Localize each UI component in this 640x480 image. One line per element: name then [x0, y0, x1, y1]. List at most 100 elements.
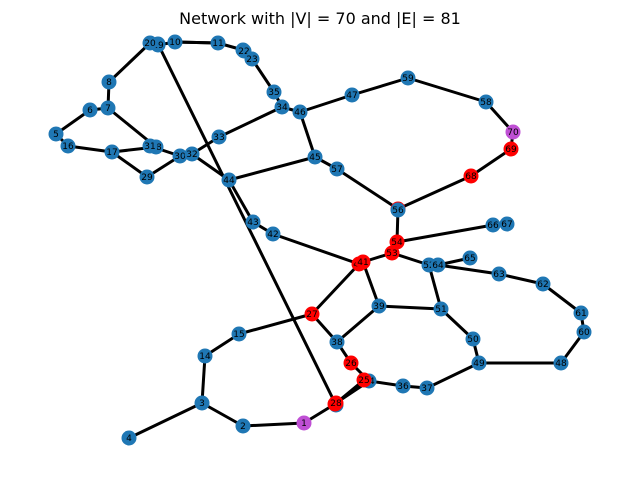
node-circle-56	[390, 202, 406, 218]
node-circle-25	[356, 372, 372, 388]
node-circle-26	[343, 355, 359, 371]
edge-58-59	[406, 76, 488, 104]
edge-39-51	[377, 304, 443, 311]
edge-1-2	[241, 421, 306, 428]
node-label-27: 27	[306, 310, 317, 320]
node-circle-16	[60, 138, 76, 154]
node-17: 17	[104, 144, 120, 160]
node-circle-31	[142, 138, 158, 154]
node-circle-60	[576, 324, 592, 340]
node-label-15: 15	[233, 330, 244, 340]
node-label-6: 6	[87, 106, 93, 116]
node-circle-62	[535, 276, 551, 292]
node-label-50: 50	[467, 335, 479, 345]
node-14: 14	[197, 348, 213, 364]
node-26: 26	[343, 355, 359, 371]
edge-62-61	[541, 282, 583, 315]
edge-45-46	[298, 110, 317, 159]
node-66: 66	[485, 217, 501, 233]
node-label-42: 42	[267, 230, 278, 240]
node-30: 30	[172, 148, 188, 164]
edge-63-62	[497, 272, 545, 286]
node-label-23: 23	[246, 55, 257, 65]
node-32: 32	[184, 146, 200, 162]
node-label-35: 35	[268, 88, 279, 98]
node-circle-50	[465, 331, 481, 347]
node-65: 65	[462, 250, 478, 266]
node-28: 28	[328, 395, 344, 411]
edge-15-27	[237, 312, 314, 336]
node-circle-11	[210, 35, 226, 51]
node-68: 68	[463, 168, 479, 184]
node-label-11: 11	[212, 39, 223, 49]
node-circle-20	[142, 35, 158, 51]
node-circle-47	[344, 87, 360, 103]
node-circle-57	[329, 161, 345, 177]
node-circle-4	[121, 430, 137, 446]
node-39: 39	[371, 298, 387, 314]
node-label-31: 31	[144, 142, 155, 152]
node-60: 60	[576, 324, 592, 340]
node-3: 3	[194, 395, 210, 411]
node-label-1: 1	[301, 419, 307, 429]
node-circle-23	[244, 51, 260, 67]
node-label-37: 37	[421, 384, 432, 394]
node-circle-33	[211, 129, 227, 145]
node-circle-36	[395, 378, 411, 394]
node-label-20: 20	[144, 39, 156, 49]
edge-44-45	[227, 155, 317, 182]
node-label-32: 32	[186, 150, 197, 160]
node-circle-41	[355, 254, 371, 270]
node-63: 63	[491, 266, 507, 282]
nodes-layer: 1234567891011121314151617181920212223242…	[48, 34, 592, 446]
node-circle-45	[307, 149, 323, 165]
node-circle-68	[463, 168, 479, 184]
node-label-4: 4	[126, 434, 132, 444]
node-label-5: 5	[53, 130, 59, 140]
node-circle-38	[329, 334, 345, 350]
node-label-16: 16	[62, 142, 74, 152]
node-46: 46	[292, 104, 308, 120]
node-circle-49	[471, 355, 487, 371]
node-1: 1	[296, 415, 312, 431]
node-label-34: 34	[276, 103, 288, 113]
node-label-57: 57	[331, 165, 342, 175]
node-11: 11	[210, 35, 226, 51]
node-circle-69	[503, 141, 519, 157]
edge-55-68	[396, 174, 473, 211]
node-circle-63	[491, 266, 507, 282]
node-label-44: 44	[223, 176, 235, 186]
edge-47-46	[298, 93, 354, 114]
node-circle-48	[553, 355, 569, 371]
node-label-45: 45	[309, 153, 320, 163]
node-circle-37	[419, 380, 435, 396]
edge-2-3	[200, 401, 245, 428]
node-label-48: 48	[555, 359, 567, 369]
node-67: 67	[499, 216, 515, 232]
node-circle-66	[485, 217, 501, 233]
node-label-29: 29	[141, 173, 153, 183]
node-label-68: 68	[465, 172, 477, 182]
node-50: 50	[465, 331, 481, 347]
node-49: 49	[471, 355, 487, 371]
node-45: 45	[307, 149, 323, 165]
edge-54-66	[395, 223, 495, 244]
node-4: 4	[121, 430, 137, 446]
edge-3-4	[127, 401, 204, 440]
node-circle-28	[328, 395, 344, 411]
node-59: 59	[400, 70, 416, 86]
node-34: 34	[274, 99, 290, 115]
node-label-67: 67	[501, 220, 512, 230]
node-circle-2	[235, 418, 251, 434]
node-label-59: 59	[402, 74, 414, 84]
node-35: 35	[266, 84, 282, 100]
node-23: 23	[244, 51, 260, 67]
edge-20-8	[107, 41, 152, 84]
node-54: 54	[389, 234, 405, 250]
node-label-70: 70	[507, 128, 519, 138]
edges-layer	[54, 40, 586, 440]
node-42: 42	[265, 226, 281, 242]
node-label-46: 46	[294, 108, 306, 118]
node-circle-64	[430, 257, 446, 273]
